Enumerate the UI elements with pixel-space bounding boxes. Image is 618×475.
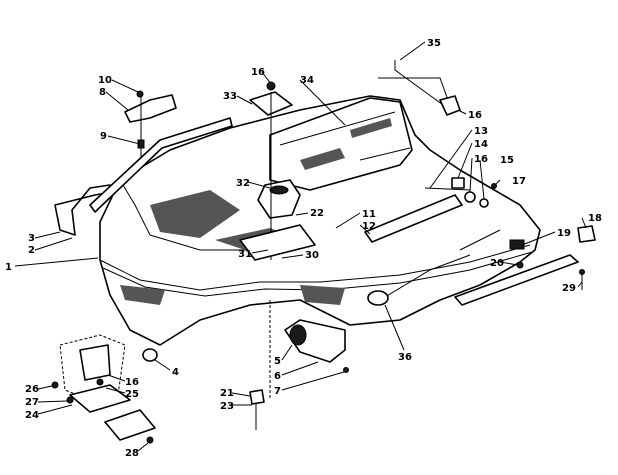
callout-5: 5 (274, 356, 281, 367)
callout-18: 18 (588, 213, 602, 224)
callout-2: 2 (28, 245, 35, 256)
callout-10: 10 (98, 75, 112, 86)
callout-22: 22 (310, 208, 324, 219)
callout-36: 36 (398, 352, 412, 363)
callout-24: 24 (25, 410, 39, 421)
right-hardware (424, 177, 497, 208)
callout-9: 9 (100, 131, 107, 142)
callout-3: 3 (28, 233, 35, 244)
callout-16: 16 (468, 110, 482, 121)
callout-30: 30 (305, 250, 319, 261)
callout-7: 7 (274, 386, 281, 397)
callout-34: 34 (300, 75, 314, 86)
callout-35: 35 (427, 38, 441, 49)
side-trim (364, 194, 579, 306)
callout-15: 15 (500, 155, 514, 166)
callout-33: 33 (223, 91, 237, 102)
callout-27: 27 (25, 397, 39, 408)
callout-16: 16 (125, 377, 139, 388)
hinge-bracket (124, 90, 177, 158)
right-fitting (509, 225, 596, 290)
callout-29: 29 (562, 283, 576, 294)
callout-17: 17 (512, 176, 526, 187)
callout-1: 1 (5, 262, 12, 273)
callout-32: 32 (236, 178, 250, 189)
callout-21: 21 (220, 388, 234, 399)
callout-20: 20 (490, 258, 504, 269)
callout-4: 4 (172, 367, 179, 378)
small-grommet (142, 348, 158, 362)
leader-lines (14, 41, 587, 452)
callout-19: 19 (557, 228, 571, 239)
callout-labels: 35 10 8 16 33 34 16 9 13 14 16 15 17 32 … (5, 38, 602, 459)
lower-fastener (249, 300, 271, 430)
grommet (367, 290, 389, 306)
duct (284, 319, 349, 373)
callout-16: 16 (474, 154, 488, 165)
callout-13: 13 (474, 126, 488, 137)
callout-14: 14 (474, 139, 488, 150)
callout-16: 16 (251, 67, 265, 78)
callout-25: 25 (125, 389, 139, 400)
callout-31: 31 (238, 249, 252, 260)
lower-left-assembly (51, 334, 156, 444)
console-panel (269, 97, 413, 191)
callout-11: 11 (362, 209, 376, 220)
callout-6: 6 (274, 371, 281, 382)
callout-8: 8 (99, 87, 106, 98)
callout-26: 26 (25, 384, 39, 395)
belly-pan (99, 95, 541, 346)
left-trim (54, 117, 233, 236)
callout-28: 28 (125, 448, 139, 459)
callout-23: 23 (220, 401, 234, 412)
cable (378, 60, 461, 116)
callout-12: 12 (362, 221, 376, 232)
